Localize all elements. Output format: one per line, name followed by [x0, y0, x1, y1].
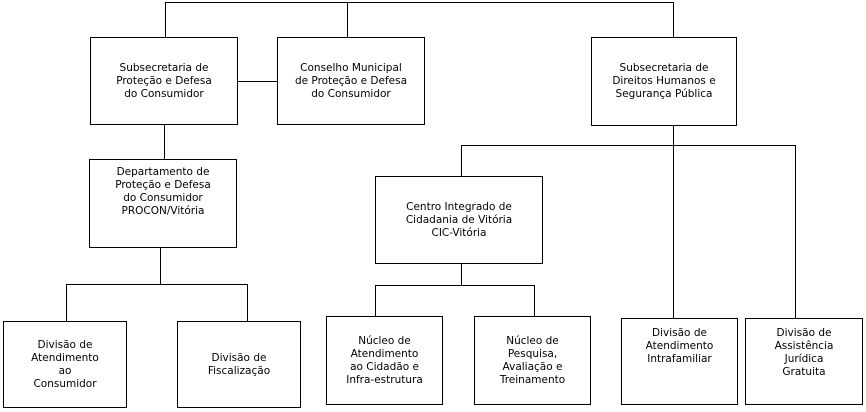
- connector-to-cic: [461, 145, 462, 176]
- box-label: Subsecretaria de Direitos Humanos e Segu…: [612, 62, 716, 100]
- box-label: Núcleo de Pesquisa, Avaliação e Treiname…: [499, 334, 566, 386]
- box-conselho-municipal: Conselho Municipal de Proteção e Defesa …: [277, 37, 425, 125]
- box-label: Conselho Municipal de Proteção e Defesa …: [294, 61, 408, 100]
- box-label: Departamento de Proteção e Defesa do Con…: [115, 166, 211, 217]
- box-label: Subsecretaria de Proteção e Defesa do Co…: [116, 61, 212, 100]
- box-nucleo-atendimento-cidadao: Núcleo de Atendimento ao Cidadão e Infra…: [326, 316, 443, 405]
- box-divisao-atendimento-intrafamiliar: Divisão de Atendimento Intrafamiliar: [621, 318, 738, 405]
- box-departamento-procon: Departamento de Proteção e Defesa do Con…: [89, 159, 237, 248]
- connector-to-div-assistencia: [795, 145, 796, 319]
- connector-cic-down: [461, 263, 462, 286]
- connector-to-div-fiscalizacao: [247, 284, 248, 322]
- box-subsecretaria-protecao-defesa-consumidor: Subsecretaria de Proteção e Defesa do Co…: [90, 37, 238, 125]
- connector-top-to-sub-direitos: [673, 2, 674, 38]
- connector-top-horizontal: [165, 2, 674, 3]
- connector-procon-down: [160, 247, 161, 285]
- connector-to-nucleo-atendimento: [375, 285, 376, 317]
- connector-procon-horizontal: [66, 284, 248, 285]
- box-label: Divisão de Assistência Jurídica Gratuita: [774, 327, 834, 378]
- connector-to-div-atendimento-consumidor: [66, 284, 67, 322]
- box-label: Núcleo de Atendimento ao Cidadão e Infra…: [346, 334, 423, 386]
- box-divisao-assistencia-juridica: Divisão de Assistência Jurídica Gratuita: [745, 318, 863, 405]
- box-divisao-atendimento-consumidor: Divisão de Atendimento ao Consumidor: [3, 321, 127, 408]
- connector-cic-horizontal: [375, 285, 535, 286]
- connector-sub-direitos-down: [673, 125, 674, 319]
- box-centro-integrado-cidadania: Centro Integrado de Cidadania de Vitória…: [375, 176, 543, 264]
- connector-top-to-sub-protecao: [165, 2, 166, 38]
- box-label: Centro Integrado de Cidadania de Vitória…: [405, 200, 513, 239]
- box-label: Divisão de Atendimento Intrafamiliar: [645, 327, 714, 365]
- box-label: Divisão de Atendimento ao Consumidor: [31, 338, 99, 390]
- connector-sub-protecao-conselho: [237, 81, 277, 82]
- connector-top-to-conselho: [347, 2, 348, 38]
- box-label: Divisão de Fiscalização: [207, 351, 271, 377]
- box-subsecretaria-direitos-humanos: Subsecretaria de Direitos Humanos e Segu…: [591, 37, 737, 126]
- box-divisao-fiscalizacao: Divisão de Fiscalização: [177, 321, 301, 408]
- connector-to-nucleo-pesquisa: [534, 285, 535, 317]
- connector-sub-direitos-horizontal: [461, 145, 796, 146]
- connector-sub-protecao-to-procon: [164, 124, 165, 160]
- box-nucleo-pesquisa-avaliacao: Núcleo de Pesquisa, Avaliação e Treiname…: [474, 316, 591, 405]
